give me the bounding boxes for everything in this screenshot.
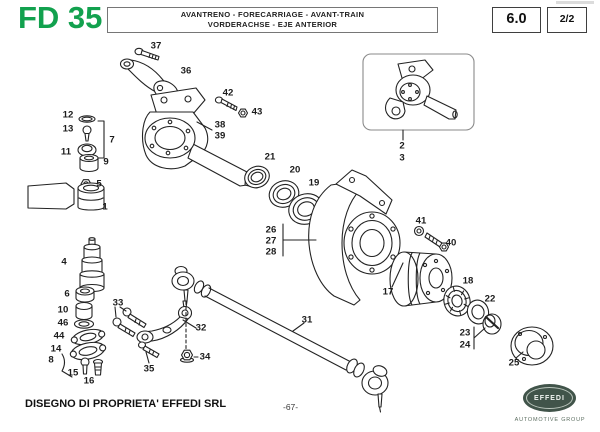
- part-label-2: 2: [399, 140, 405, 152]
- part-label-41: 41: [415, 215, 427, 227]
- part-label-13: 13: [62, 123, 74, 135]
- part-23-24-nut-pin: [473, 313, 502, 350]
- property-note: DISEGNO DI PROPRIETA' EFFEDI SRL: [25, 398, 227, 410]
- part-34-nut: [179, 349, 199, 363]
- part-21-seal-ring: [244, 165, 270, 189]
- part-26-27-28-wheel-hub: [282, 169, 401, 306]
- part-20-ring-nut: [268, 180, 300, 208]
- part-label-32: 32: [195, 322, 207, 334]
- part-42-bolt: [214, 96, 238, 112]
- page-number: -67-: [283, 402, 299, 412]
- part-label-28: 28: [265, 246, 277, 258]
- logo-ring: [526, 387, 573, 409]
- part-11-cup: [77, 143, 97, 157]
- section-title-line2: VORDERACHSE - EJE ANTERIOR: [207, 20, 338, 29]
- part-label-12: 12: [62, 109, 74, 121]
- part-label-3: 3: [399, 152, 405, 164]
- part-label-36: 36: [180, 65, 192, 77]
- part-label-16: 16: [83, 375, 95, 387]
- part-label-44: 44: [53, 330, 65, 342]
- part-label-35: 35: [143, 363, 155, 375]
- part-38-39-knuckle: [141, 87, 260, 189]
- part-label-14: 14: [50, 343, 62, 355]
- part-label-21: 21: [264, 151, 276, 163]
- part-label-19: 19: [308, 177, 320, 189]
- part-17-hub-drum: [389, 251, 453, 307]
- part-label-34: 34: [199, 351, 211, 363]
- part-31-drag-link: [171, 265, 389, 413]
- part-label-40: 40: [445, 237, 457, 249]
- part-15-plug: [80, 357, 90, 375]
- part-label-6: 6: [64, 288, 70, 300]
- part-label-7: 7: [109, 134, 115, 146]
- part-14-plate: [69, 341, 107, 361]
- part-label-9: 9: [103, 156, 109, 168]
- part-label-18: 18: [462, 275, 474, 287]
- part-label-15: 15: [67, 367, 79, 379]
- part-46-ring: [73, 319, 95, 329]
- part-label-43: 43: [251, 106, 263, 118]
- part-10-bushing: [75, 301, 93, 321]
- part-label-25: 25: [508, 357, 520, 369]
- logo-text: EFFEDI: [534, 394, 565, 402]
- part-9-bushing: [79, 153, 99, 173]
- part-label-8: 8: [48, 354, 54, 366]
- part-32-lever: [136, 300, 197, 344]
- part-label-11: 11: [60, 146, 72, 158]
- section-number-box: 6.0: [492, 7, 541, 33]
- bracket-7: [97, 120, 105, 159]
- part-label-42: 42: [222, 87, 234, 99]
- part-35-bolt: [137, 341, 160, 364]
- part-1-tie-rod-end: [27, 182, 105, 211]
- part-label-23: 23: [459, 327, 471, 339]
- part-label-4: 4: [61, 256, 67, 268]
- model-title: FD 35: [18, 0, 103, 35]
- sheet-number-box: 2/2: [547, 7, 587, 33]
- part-18-bearing: [443, 285, 471, 317]
- part-label-20: 20: [289, 164, 301, 176]
- part-label-38: 38: [214, 119, 226, 131]
- part-22-ring: [466, 299, 490, 325]
- logo-subtext: AUTOMOTIVE GROUP: [514, 417, 586, 423]
- part-label-27: 27: [265, 235, 277, 247]
- section-title-box: AVANTRENO - FORECARRIAGE - AVANT-TRAIN V…: [107, 7, 438, 33]
- section-title-line1: AVANTRENO - FORECARRIAGE - AVANT-TRAIN: [180, 10, 365, 19]
- part-41-washer: [413, 225, 425, 237]
- part-37-bolt: [134, 47, 160, 61]
- part-44-gasket: [70, 328, 106, 346]
- part-label-22: 22: [484, 293, 496, 305]
- part-label-26: 26: [265, 224, 277, 236]
- part-label-1: 1: [102, 201, 108, 213]
- effedi-logo: EFFEDI: [523, 384, 576, 412]
- part-label-33: 33: [112, 297, 124, 309]
- part-label-46: 46: [57, 317, 69, 329]
- revision-mark: [556, 1, 594, 4]
- part-label-5: 5: [96, 178, 102, 190]
- part-12-ring: [78, 115, 96, 123]
- part-33-bolts: [112, 306, 147, 338]
- part-43-nut: [237, 108, 249, 118]
- part-label-31: 31: [301, 314, 313, 326]
- part-label-39: 39: [214, 130, 226, 142]
- part-25-hub-cap: [510, 326, 554, 366]
- part-40-bolt: [424, 232, 450, 252]
- part-13-ball-stud: [82, 125, 92, 142]
- bracket-8: [61, 353, 73, 378]
- part-16-bolt: [92, 358, 104, 376]
- part-label-37: 37: [150, 40, 162, 52]
- part-label-17: 17: [382, 286, 394, 298]
- knuckle-assembly-box: [362, 53, 475, 141]
- part-label-10: 10: [57, 304, 69, 316]
- part-label-24: 24: [459, 339, 471, 351]
